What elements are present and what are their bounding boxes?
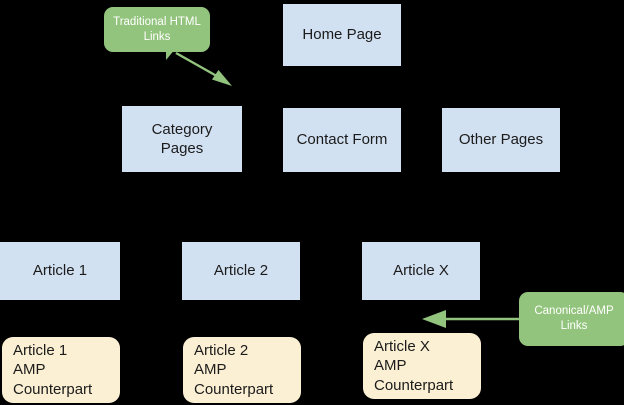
arrow-traditional-html-links	[175, 51, 232, 86]
node-other-pages[interactable]: Other Pages	[442, 108, 560, 172]
node-label: Home Page	[302, 26, 382, 44]
callout-label: Traditional HTML Links	[113, 15, 201, 43]
callout-label: Canonical/AMP Links	[534, 305, 614, 332]
arrow-canonical-amp-links	[422, 310, 519, 328]
node-article-2-amp[interactable]: Article 2 AMP Counterpart	[183, 337, 301, 403]
node-label: Article 1	[32, 262, 88, 280]
node-label: Category Pages	[151, 120, 213, 157]
callout-traditional-html-links[interactable]: Traditional HTML Links	[104, 7, 210, 52]
node-contact-form[interactable]: Contact Form	[283, 108, 401, 172]
callout-tail-icon	[166, 48, 176, 60]
node-label: Article 1 AMP Counterpart	[13, 342, 93, 398]
node-label: Article X	[393, 262, 449, 280]
node-category-pages[interactable]: Category Pages	[122, 106, 242, 172]
node-article-x[interactable]: Article X	[362, 242, 480, 300]
node-home-page[interactable]: Home Page	[283, 4, 401, 66]
callout-canonical-amp-links[interactable]: Canonical/AMP Links	[519, 292, 624, 346]
node-label: Article 2 AMP Counterpart	[194, 342, 274, 398]
node-article-1[interactable]: Article 1	[0, 242, 120, 300]
node-label: Article X AMP Counterpart	[374, 338, 454, 394]
node-label: Other Pages	[458, 131, 544, 149]
node-label: Contact Form	[296, 131, 388, 149]
node-article-2[interactable]: Article 2	[182, 242, 300, 300]
node-label: Article 2	[213, 262, 269, 280]
node-article-x-amp[interactable]: Article X AMP Counterpart	[363, 333, 481, 399]
node-article-1-amp[interactable]: Article 1 AMP Counterpart	[2, 337, 120, 403]
